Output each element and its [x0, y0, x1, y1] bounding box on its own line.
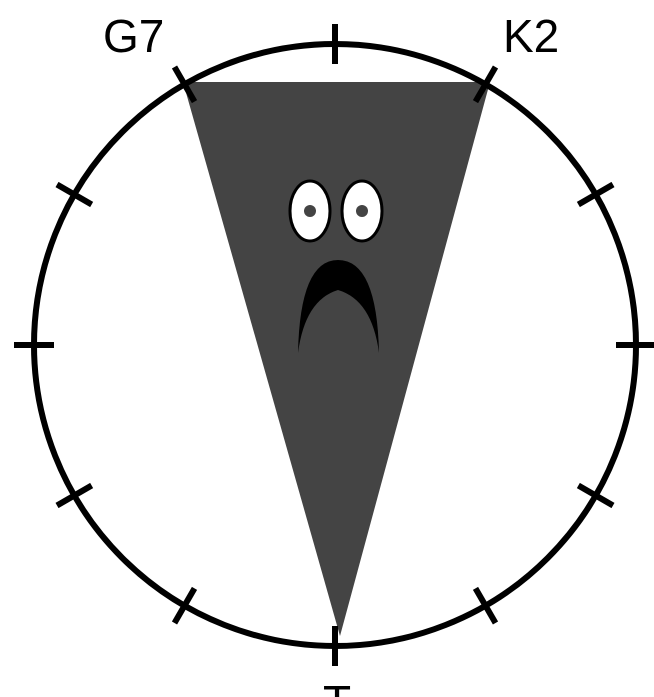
tick-mark	[476, 588, 496, 623]
eye-right	[342, 181, 382, 241]
pupil-left	[304, 205, 316, 217]
label-top-left: G7	[103, 10, 164, 62]
tick-mark	[57, 486, 92, 506]
tick-mark	[578, 185, 613, 205]
eye-left	[290, 181, 330, 241]
tick-mark	[57, 185, 92, 205]
label-top-right: K2	[503, 10, 559, 62]
label-bottom: T	[323, 676, 351, 697]
tick-mark	[175, 588, 195, 623]
pupil-right	[356, 205, 368, 217]
shaded-triangle	[183, 82, 490, 636]
tick-mark	[578, 486, 613, 506]
